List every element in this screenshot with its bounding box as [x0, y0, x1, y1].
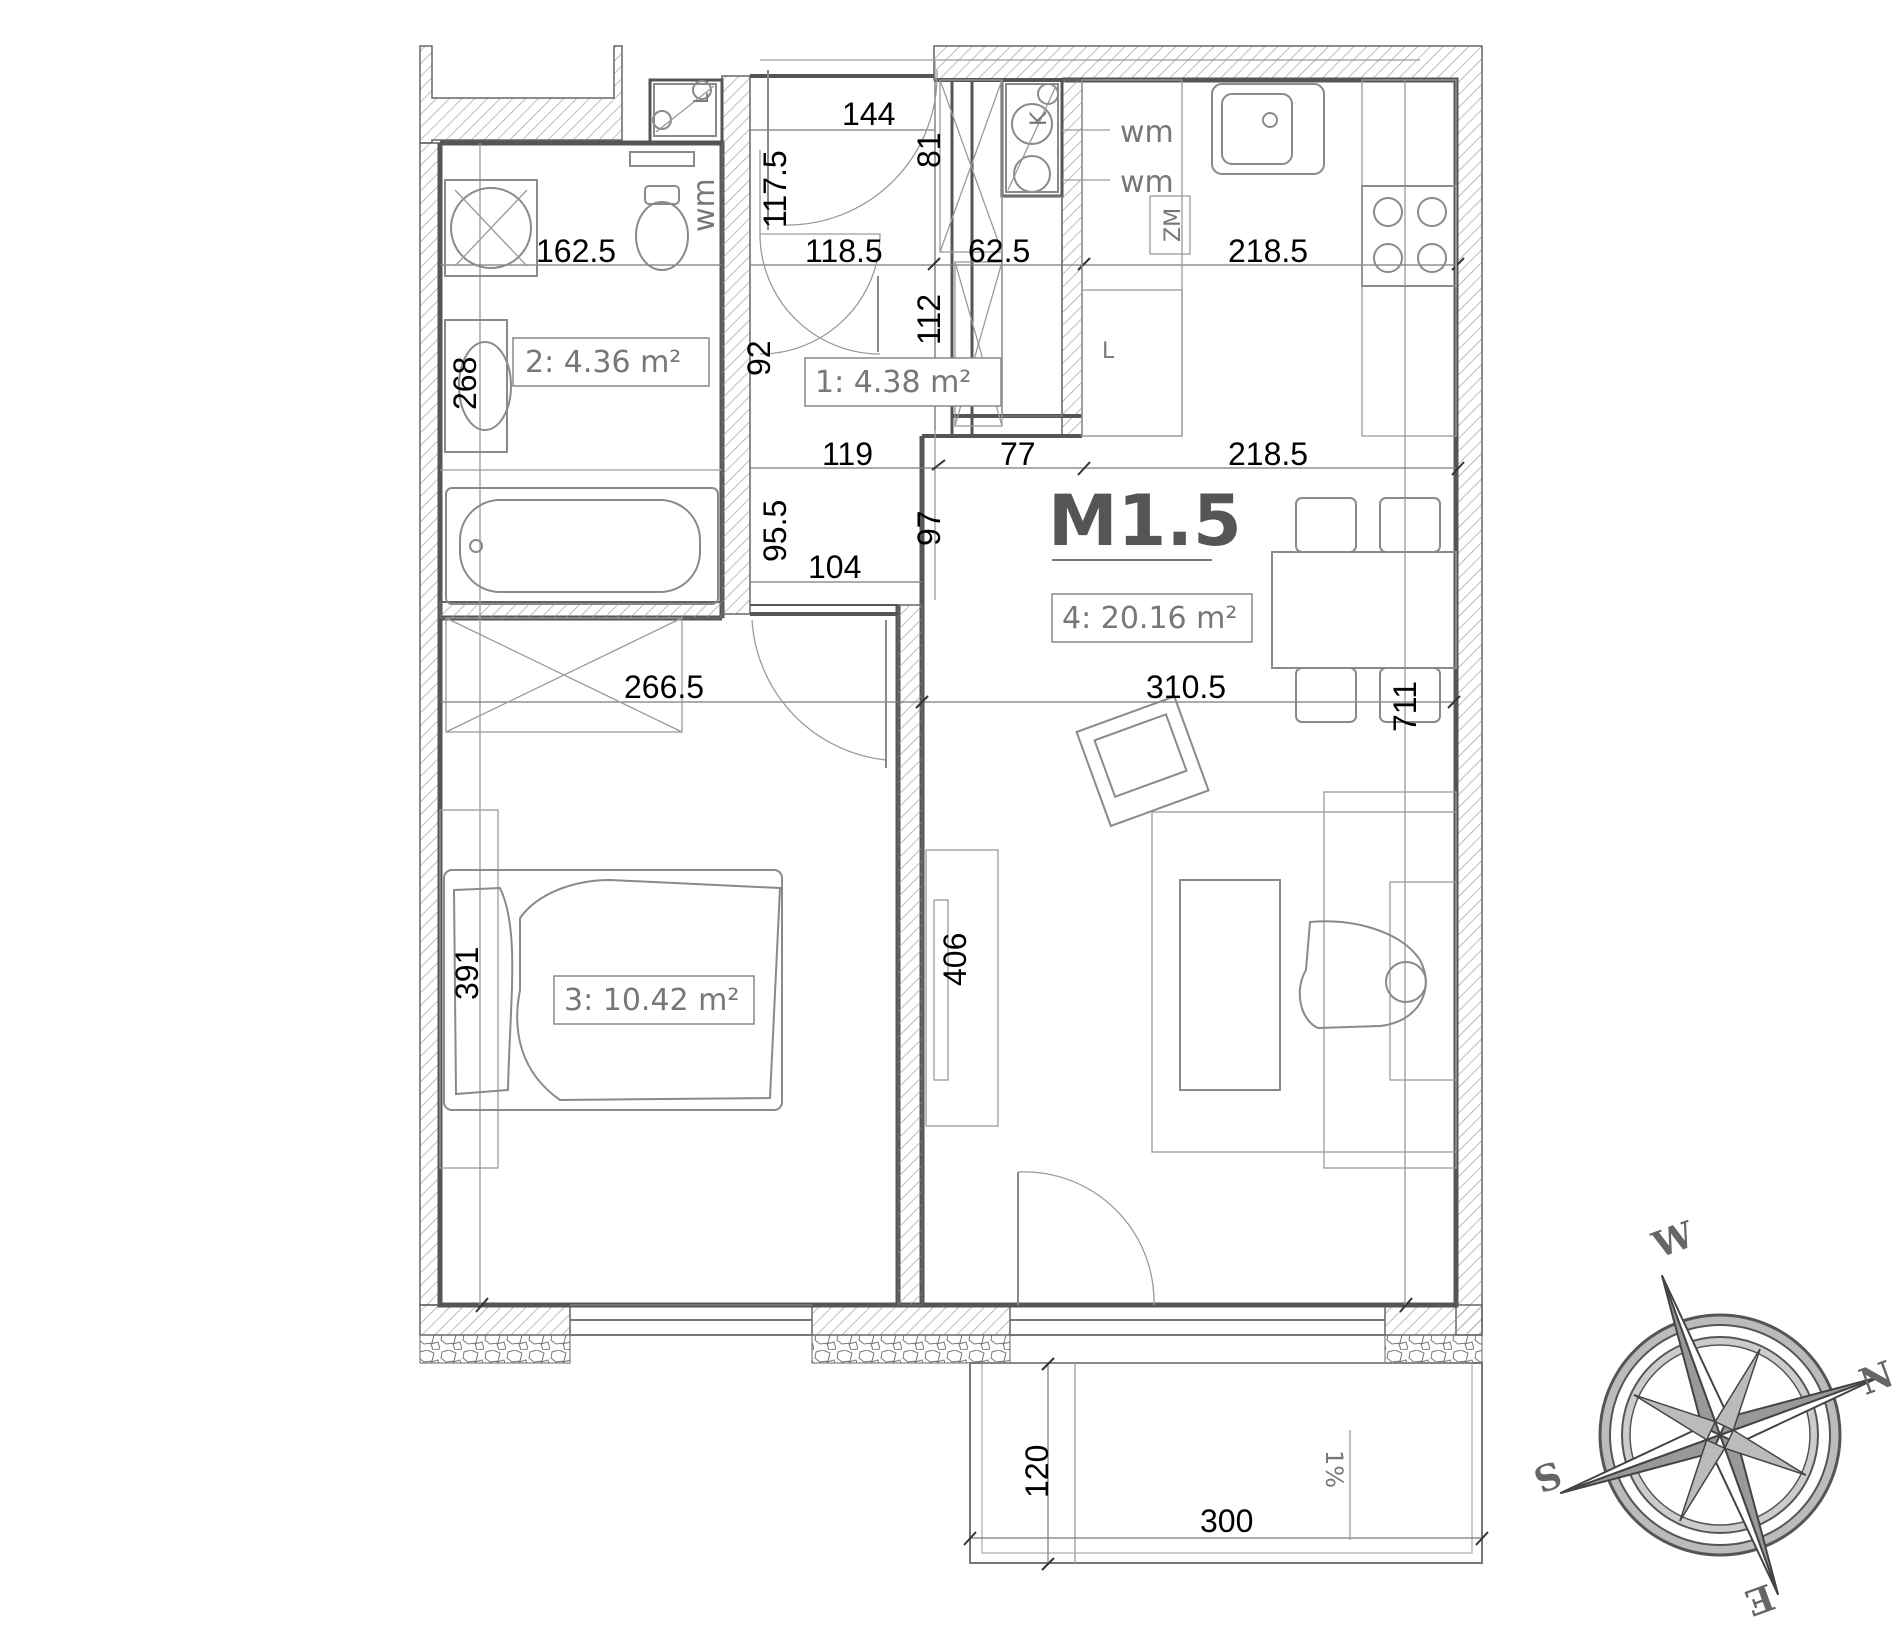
walls [419, 45, 1483, 1364]
dim-266-5: 266.5 [624, 669, 704, 705]
bathroom-fixtures [444, 151, 719, 605]
doors [751, 69, 1155, 1306]
dim-144: 144 [842, 96, 895, 132]
k-shaft-label: K [1027, 111, 1052, 126]
room-2-area: 2: 4.36 m² [525, 345, 681, 380]
room-3-area: 3: 10.42 m² [564, 983, 739, 1018]
room-1-area: 1: 4.38 m² [815, 365, 971, 400]
dim-77: 77 [1000, 436, 1036, 472]
dim-118-5: 118.5 [805, 233, 883, 269]
compass-n: N [1854, 1353, 1899, 1404]
dim-391: 391 [449, 947, 485, 1000]
compass-w: W [1646, 1213, 1700, 1267]
balcony [570, 1304, 1483, 1564]
dim-300: 300 [1200, 1503, 1253, 1539]
dimension-labels: 144 81 117.5 162.5 118.5 62.5 218.5 112 … [447, 96, 1423, 1539]
dim-117-5: 117.5 [757, 150, 793, 228]
dim-112: 112 [911, 294, 947, 345]
dimension-lines [440, 80, 1489, 1571]
bedroom-furniture [439, 617, 783, 1169]
wm-label-bath: wm [687, 178, 722, 232]
l-shaft-label: L [689, 92, 713, 104]
dim-310-5: 310.5 [1146, 669, 1226, 705]
compass-rose: W N E S [1528, 1213, 1899, 1623]
dim-81: 81 [911, 132, 947, 168]
room-area-labels: 2: 4.36 m² 1: 4.38 m² 3: 10.42 m² 4: 20.… [512, 337, 1253, 1025]
shaft-symbols [652, 80, 1059, 193]
unit-title: M1.5 [1048, 480, 1242, 562]
dim-120: 120 [1019, 1445, 1055, 1498]
fixture-annotations: wm wm wm ZM L L K 1% [687, 92, 1351, 1540]
dim-62-5: 62.5 [968, 233, 1030, 269]
dim-711: 711 [1387, 681, 1423, 732]
zm-label: ZM [1161, 208, 1186, 242]
dim-268: 268 [447, 357, 483, 410]
room-4-area: 4: 20.16 m² [1062, 601, 1237, 636]
slope-label: 1% [1320, 1450, 1348, 1488]
dim-92: 92 [741, 340, 777, 376]
wm-label-2: wm [1120, 165, 1174, 200]
dim-97: 97 [911, 510, 947, 546]
unit-label: M1.5 [1048, 480, 1242, 562]
dim-104: 104 [808, 549, 861, 585]
dim-162-5: 162.5 [536, 233, 616, 269]
dining-table [1271, 497, 1457, 723]
dim-218-5-mid: 218.5 [1228, 436, 1308, 472]
wm-label-1: wm [1120, 115, 1174, 150]
dim-406: 406 [937, 933, 973, 986]
l-kitchen-label: L [1102, 339, 1115, 364]
compass-s: S [1528, 1452, 1567, 1500]
living-furniture [925, 695, 1457, 1169]
kitchen-fixtures [1081, 79, 1457, 437]
dim-218-5-top: 218.5 [1228, 233, 1308, 269]
dim-95-5: 95.5 [757, 500, 793, 562]
dim-119: 119 [822, 436, 873, 472]
